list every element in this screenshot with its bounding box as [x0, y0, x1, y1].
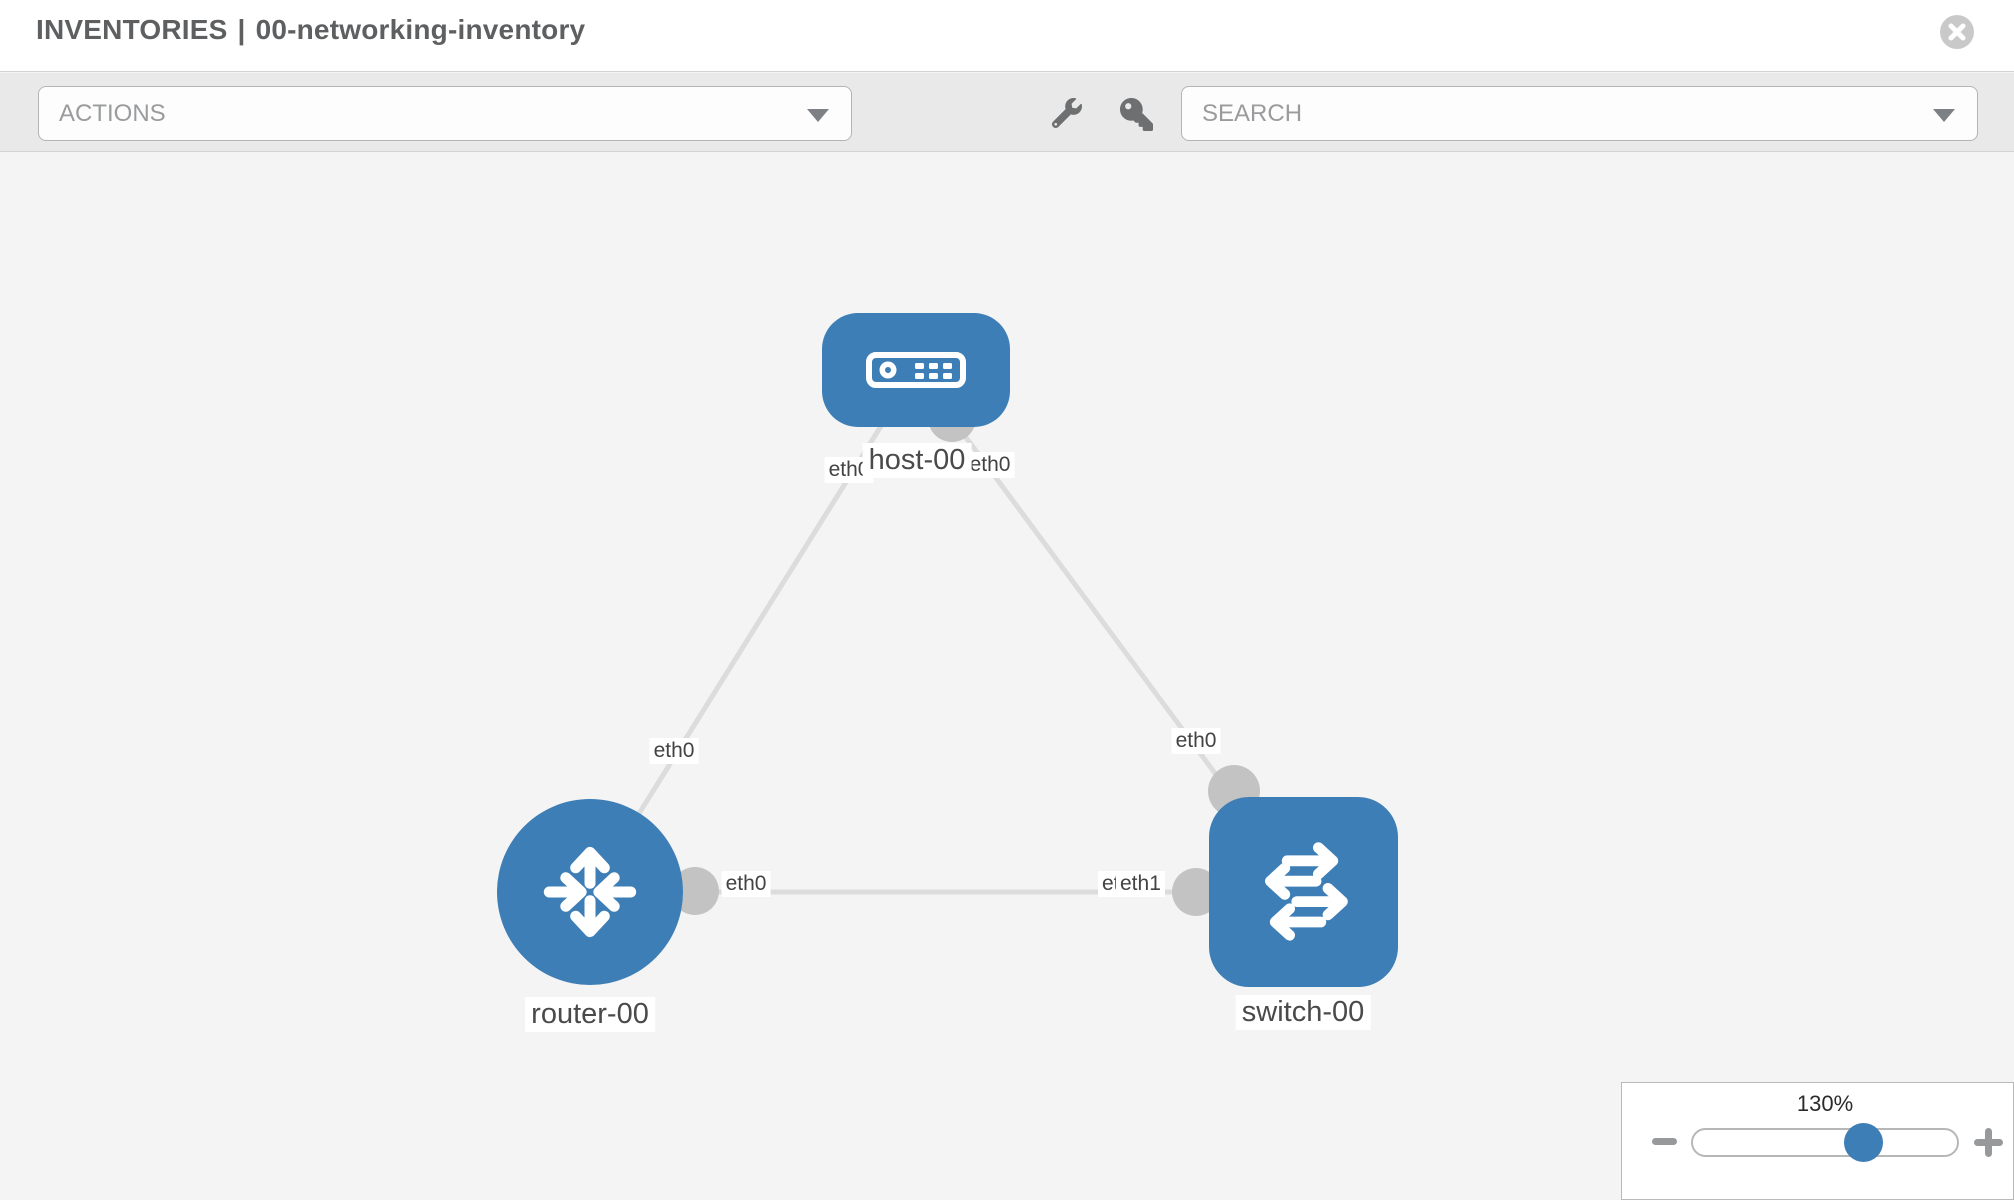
inventory-name: 00-networking-inventory: [255, 14, 586, 45]
actions-dropdown-label: ACTIONS: [59, 99, 166, 127]
connector-switch-left[interactable]: [1172, 868, 1220, 916]
wrench-icon[interactable]: [1051, 98, 1082, 133]
toolbar: ACTIONS SEARCH: [0, 73, 2014, 152]
search-dropdown[interactable]: SEARCH: [1181, 86, 1978, 141]
header-bar: INVENTORIES | 00-networking-inventory: [0, 0, 2014, 72]
interface-label-host-eth0-right: eth0: [965, 452, 1015, 478]
node-switch-00[interactable]: [1209, 797, 1398, 987]
node-label-router-00[interactable]: router-00: [525, 997, 655, 1032]
page-title: INVENTORIES | 00-networking-inventory: [36, 14, 585, 46]
connector-router-right[interactable]: [671, 867, 719, 915]
topology-canvas[interactable]: host-00 router-00 switch-00 eth0 eth0 et…: [0, 152, 2014, 1200]
node-label-switch-00[interactable]: switch-00: [1235, 995, 1371, 1030]
breadcrumb-separator: |: [237, 14, 246, 45]
interface-label-switch-eth1-left: eth1: [1116, 871, 1165, 897]
chevron-down-icon: [807, 108, 829, 122]
zoom-control-panel: 130%: [1621, 1082, 2014, 1200]
server-icon: [866, 352, 966, 388]
breadcrumb-section: INVENTORIES: [36, 14, 228, 45]
minus-icon[interactable]: [1652, 1138, 1677, 1145]
plus-icon[interactable]: [1974, 1128, 2003, 1157]
interface-label-router-eth0-right: eth0: [721, 871, 771, 897]
switch-arrows-icon: [1264, 842, 1348, 941]
router-arrows-icon: [543, 846, 637, 938]
node-label-host-00[interactable]: host-00: [862, 443, 972, 478]
zoom-slider-thumb[interactable]: [1844, 1123, 1883, 1162]
key-icon[interactable]: [1120, 98, 1153, 136]
zoom-percentage: 130%: [1796, 1091, 1854, 1116]
search-dropdown-label: SEARCH: [1202, 99, 1303, 127]
actions-dropdown[interactable]: ACTIONS: [38, 86, 852, 141]
plus-bar-v: [1985, 1128, 1992, 1157]
interface-label-switch-eth0-top: eth0: [1171, 728, 1221, 754]
interface-label-router-eth0-uplink: eth0: [649, 738, 699, 764]
zoom-slider-track[interactable]: [1691, 1128, 1959, 1157]
close-icon[interactable]: [1940, 15, 1974, 49]
chevron-down-icon: [1933, 108, 1955, 122]
node-host-00[interactable]: [822, 313, 1010, 427]
x-glyph: [1948, 23, 1966, 41]
links-layer: [587, 368, 1306, 916]
node-router-00[interactable]: [497, 799, 683, 985]
